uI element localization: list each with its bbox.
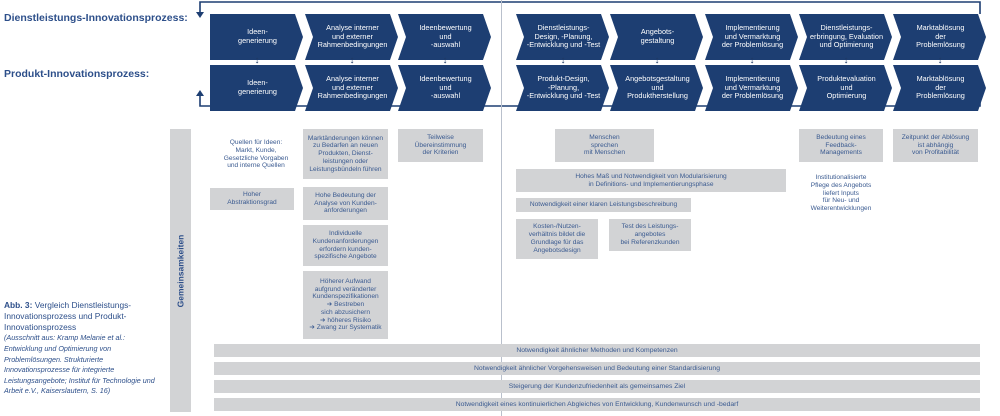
product-step-6: Implementierung und Vermarktung der Prob… bbox=[705, 65, 798, 111]
product-step-4: Produkt-Design, -Planung, -Entwicklung u… bbox=[516, 65, 609, 111]
product-step-3: Ideenbewertung und -auswahl bbox=[398, 65, 491, 111]
box-partial-match: Teilweise Übereinstimmung der Kriterien bbox=[398, 129, 483, 162]
box-replacement-timing: Zeitpunkt der Ablösung ist abhängig von … bbox=[893, 129, 978, 162]
product-step-7: Produktevaluation und Optimierung bbox=[799, 65, 892, 111]
service-step-2: Analyse interner und externer Rahmenbedi… bbox=[305, 14, 398, 60]
commonalities-sidebar: Gemeinsamkeiten bbox=[170, 129, 191, 412]
link-arrow-icon: ↕ bbox=[654, 55, 660, 66]
box-abstraction: Hoher Abstraktionsgrad bbox=[210, 188, 294, 210]
product-step-5: Angebotsgestaltung und Produktherstellun… bbox=[610, 65, 703, 111]
box-analysis-importance: Hohe Bedeutung der Analyse von Kunden- a… bbox=[303, 187, 388, 220]
box-people: Menschen sprechen mit Menschen bbox=[555, 129, 654, 162]
box-market-changes: Marktänderungen können zu Bedarfen an ne… bbox=[303, 129, 388, 179]
link-arrow-icon: ↕ bbox=[349, 55, 355, 66]
bar-methods: Notwendigkeit ähnlicher Methoden und Kom… bbox=[214, 344, 980, 357]
service-step-5: Angebots- gestaltung bbox=[610, 14, 703, 60]
link-arrow-icon: ↕ bbox=[749, 55, 755, 66]
box-modularization: Hohes Maß und Notwendigkeit von Modulari… bbox=[516, 169, 786, 192]
product-row-label: Produkt-Innovationsprozess: bbox=[4, 68, 150, 80]
caption-source: (Ausschnitt aus: Kramp Melanie et al.: E… bbox=[4, 333, 155, 396]
box-reference-test: Test des Leistungs- angebotes bei Refere… bbox=[609, 219, 691, 251]
link-arrow-icon: ↕ bbox=[843, 55, 849, 66]
product-step-8: Marktablösung der Problemlösung bbox=[893, 65, 986, 111]
box-individual-requirements: Individuelle Kundenanforderungen erforde… bbox=[303, 225, 388, 266]
product-step-1: Ideen- generierung bbox=[210, 65, 303, 111]
bar-customer-satisfaction: Steigerung der Kundenzufriedenheit als g… bbox=[214, 380, 980, 393]
box-feedback: Bedeutung eines Feedback- Managements bbox=[799, 129, 883, 162]
service-step-8: Marktablösung der Problemlösung bbox=[893, 14, 986, 60]
service-step-4: Dienstleistungs- Design, -Planung, -Entw… bbox=[516, 14, 609, 60]
service-row-label: Dienstleistungs-Innovationsprozess: bbox=[4, 12, 188, 24]
service-step-7: Dienstleistungs- erbringung, Evaluation … bbox=[799, 14, 892, 60]
caption-label: Abb. 3: bbox=[4, 300, 33, 310]
caption-title: Vergleich Dienstleistungs-Innovationspro… bbox=[4, 300, 132, 332]
figure-caption: Abb. 3: Vergleich Dienstleistungs-Innova… bbox=[4, 300, 164, 397]
phase-divider-line bbox=[501, 0, 502, 416]
link-arrow-icon: ↕ bbox=[937, 55, 943, 66]
service-step-3: Ideenbewertung und -auswahl bbox=[398, 14, 491, 60]
box-higher-effort: Höherer Aufwand aufgrund veränderter Kun… bbox=[303, 271, 388, 339]
link-arrow-icon: ↕ bbox=[442, 55, 448, 66]
bar-continuous-alignment: Notwendigkeit eines kontinuierlichen Abg… bbox=[214, 398, 980, 411]
link-arrow-icon: ↕ bbox=[254, 55, 260, 66]
box-idea-sources: Quellen für Ideen: Markt, Kunde, Gesetzl… bbox=[223, 139, 289, 170]
bar-standardization: Notwendigkeit ähnlicher Vorgehensweisen … bbox=[214, 362, 980, 375]
service-step-1: Ideen- generierung bbox=[210, 14, 303, 60]
box-service-description: Notwendigkeit einer klaren Leistungsbesc… bbox=[516, 198, 691, 212]
link-arrow-icon: ↕ bbox=[560, 55, 566, 66]
product-step-2: Analyse interner und externer Rahmenbedi… bbox=[305, 65, 398, 111]
box-institutionalized: Institutionalisierte Pflege des Angebots… bbox=[810, 174, 872, 213]
box-cost-benefit: Kosten-/Nutzen- verhältnis bildet die Gr… bbox=[516, 219, 598, 259]
commonalities-label: Gemeinsamkeiten bbox=[175, 234, 186, 307]
service-step-6: Implementierung und Vermarktung der Prob… bbox=[705, 14, 798, 60]
